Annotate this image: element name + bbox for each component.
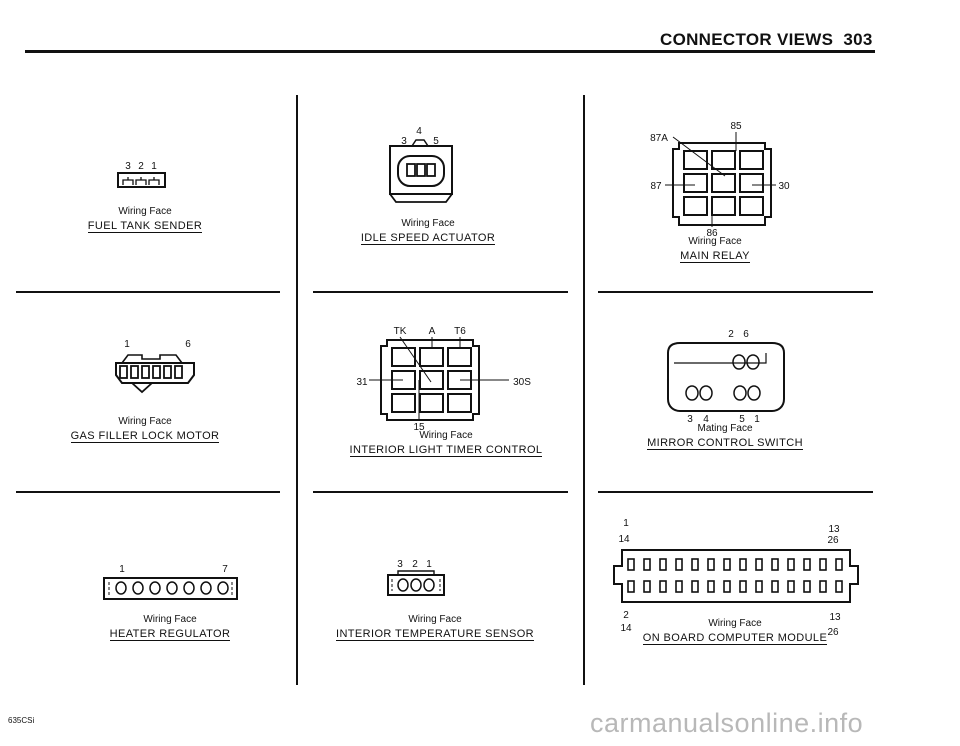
page-header: CONNECTOR VIEWS 303 xyxy=(660,30,873,50)
pin-label: 3 xyxy=(687,414,693,425)
interior-temperature-sensor-caption: Wiring Face INTERIOR TEMPERATURE SENSOR xyxy=(320,614,550,641)
pin-label: 2 xyxy=(138,161,144,172)
fuel-tank-sender-caption: Wiring Face FUEL TANK SENDER xyxy=(40,206,250,233)
connector-title: GAS FILLER LOCK MOTOR xyxy=(70,430,220,443)
pin-label: 86 xyxy=(706,228,718,239)
row-divider xyxy=(313,491,568,493)
header-rule xyxy=(25,50,875,53)
pin-row-upper xyxy=(627,558,843,571)
wiring-face-label: Wiring Face xyxy=(419,430,473,441)
pin-label: 4 xyxy=(703,414,709,425)
pin-label: 87A xyxy=(650,133,668,144)
pin-label: 6 xyxy=(185,339,191,350)
interior-light-timer-control-caption: Wiring Face INTERIOR LIGHT TIMER CONTROL xyxy=(346,430,546,457)
row-divider xyxy=(598,291,873,293)
mating-face-label: Mating Face xyxy=(697,423,753,434)
wiring-face-label: Wiring Face xyxy=(143,614,197,625)
fuel-tank-sender-diagram: 3 2 1 xyxy=(117,161,166,188)
pin-label: 1 xyxy=(623,518,629,529)
page-title: CONNECTOR VIEWS xyxy=(660,30,834,49)
wiring-face-label: Wiring Face xyxy=(408,614,462,625)
on-board-computer-module-diagram: 1 14 13 26 2 14 13 26 xyxy=(613,518,859,638)
pin-label: 2 xyxy=(728,329,734,340)
pin-label: 7 xyxy=(222,564,228,575)
pin-label: 13 xyxy=(829,612,841,623)
pin-label: 4 xyxy=(416,126,422,137)
connector-title: IDLE SPEED ACTUATOR xyxy=(360,232,496,245)
wiring-face-label: Wiring Face xyxy=(688,236,742,247)
pin-label: TK xyxy=(394,326,407,337)
model-code-footer: 635CSi xyxy=(8,716,35,725)
row-divider xyxy=(598,491,873,493)
wiring-face-label: Wiring Face xyxy=(401,218,455,229)
idle-speed-actuator-diagram: 3 4 5 xyxy=(389,126,453,203)
connector-title: ON BOARD COMPUTER MODULE xyxy=(642,632,828,645)
pin-label: 1 xyxy=(119,564,125,575)
pin-label: 5 xyxy=(433,136,439,147)
pin-row-lower xyxy=(627,580,843,593)
connector-title: HEATER REGULATOR xyxy=(109,628,231,641)
pin-label: 1 xyxy=(426,559,432,570)
main-relay-caption: Wiring Face MAIN RELAY xyxy=(645,236,785,263)
column-divider-left xyxy=(296,95,298,685)
pin-label: 26 xyxy=(827,535,839,546)
pin-label: 6 xyxy=(743,329,749,340)
page-number: 303 xyxy=(843,30,873,49)
pin-label: 3 xyxy=(125,161,131,172)
interior-temperature-sensor-diagram: 3 2 1 xyxy=(387,559,445,596)
pin-label: T6 xyxy=(454,326,466,337)
heater-regulator-diagram: 1 7 xyxy=(103,564,238,600)
mirror-control-switch-caption: Mating Face MIRROR CONTROL SWITCH xyxy=(630,423,820,450)
pin-label: 2 xyxy=(623,610,629,621)
interior-light-timer-control-diagram: TK A T6 31 30S 15 xyxy=(356,326,531,433)
wiring-face-label: Wiring Face xyxy=(708,618,762,629)
pin-label: 87 xyxy=(650,181,662,192)
pin-label: 3 xyxy=(397,559,403,570)
pin-label: 30S xyxy=(513,377,531,388)
pin-label: 14 xyxy=(620,623,632,634)
row-divider xyxy=(16,491,280,493)
connector-title: MAIN RELAY xyxy=(680,250,750,263)
pin-label: 1 xyxy=(151,161,157,172)
heater-regulator-caption: Wiring Face HEATER REGULATOR xyxy=(40,614,300,641)
mirror-control-switch-diagram: 2 6 3 4 5 1 xyxy=(667,329,785,425)
watermark: carmanualsonline.info xyxy=(590,708,864,738)
connector-title: MIRROR CONTROL SWITCH xyxy=(647,437,803,450)
wiring-face-label: Wiring Face xyxy=(118,416,172,427)
on-board-computer-module-caption: Wiring Face ON BOARD COMPUTER MODULE xyxy=(630,618,840,645)
pin-label: 13 xyxy=(828,524,840,535)
pin-label: 30 xyxy=(778,181,790,192)
pin-label: 2 xyxy=(412,559,418,570)
idle-speed-actuator-caption: Wiring Face IDLE SPEED ACTUATOR xyxy=(330,218,526,245)
column-divider-right xyxy=(583,95,585,685)
pin-label: 1 xyxy=(754,414,760,425)
connector-title: INTERIOR LIGHT TIMER CONTROL xyxy=(349,444,543,457)
pin-label: A xyxy=(429,326,436,337)
gas-filler-lock-motor-diagram: 1 6 xyxy=(115,339,195,394)
gas-filler-lock-motor-caption: Wiring Face GAS FILLER LOCK MOTOR xyxy=(40,416,250,443)
pin-label: 1 xyxy=(124,339,130,350)
pin-label: 31 xyxy=(356,377,368,388)
wiring-face-label: Wiring Face xyxy=(118,206,172,217)
row-divider xyxy=(16,291,280,293)
main-relay-diagram: 87A 85 87 30 86 xyxy=(650,121,790,239)
connector-title: FUEL TANK SENDER xyxy=(87,220,203,233)
row-divider xyxy=(313,291,568,293)
pin-label: 5 xyxy=(739,414,745,425)
pin-label: 15 xyxy=(413,422,425,433)
pin-label: 3 xyxy=(401,136,407,147)
pin-label: 14 xyxy=(618,534,630,545)
pin-label: 26 xyxy=(827,627,839,638)
pin-label: 85 xyxy=(730,121,742,132)
connector-title: INTERIOR TEMPERATURE SENSOR xyxy=(335,628,535,641)
